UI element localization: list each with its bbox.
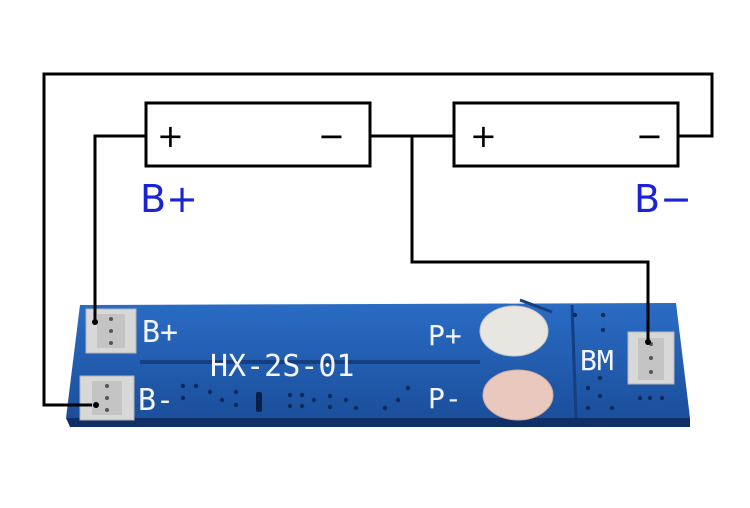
wire-end	[645, 339, 651, 345]
battery-right: + −	[452, 101, 680, 168]
wire-end	[93, 402, 99, 408]
board-edge	[66, 418, 690, 427]
silk-b-plus: B+	[142, 315, 178, 350]
wire-b-plus	[93, 134, 146, 320]
battery-left-plus: +	[157, 117, 184, 155]
wire-b-minus	[42, 72, 714, 407]
battery-left: + −	[144, 101, 372, 168]
via-holes	[180, 312, 665, 411]
battery-right-minus: −	[636, 117, 663, 155]
silk-p-plus: P+	[428, 319, 462, 352]
silk-p-minus: P-	[428, 382, 462, 415]
p-minus-pad	[482, 369, 554, 421]
b-minus-pad	[79, 375, 135, 421]
battery-right-plus: +	[470, 117, 497, 155]
bm-pad	[627, 331, 675, 385]
right-divider	[570, 304, 578, 419]
wire-end	[92, 319, 98, 325]
p-plus-pad	[479, 305, 549, 357]
b-plus-pad	[85, 308, 137, 354]
trace	[519, 298, 553, 314]
silk-b-minus: B-	[138, 383, 174, 418]
wires	[42, 72, 714, 407]
label-b-plus: B+	[140, 177, 198, 221]
board-model-label: HX-2S-01	[210, 349, 355, 384]
label-b-minus: B−	[634, 177, 692, 221]
wire-bm	[410, 136, 650, 340]
protection-board: B+ B- P+ P- BM HX-2S-01	[66, 298, 690, 427]
battery-left-minus: −	[318, 117, 345, 155]
component-slot	[256, 392, 262, 412]
silk-bm: BM	[580, 344, 614, 377]
